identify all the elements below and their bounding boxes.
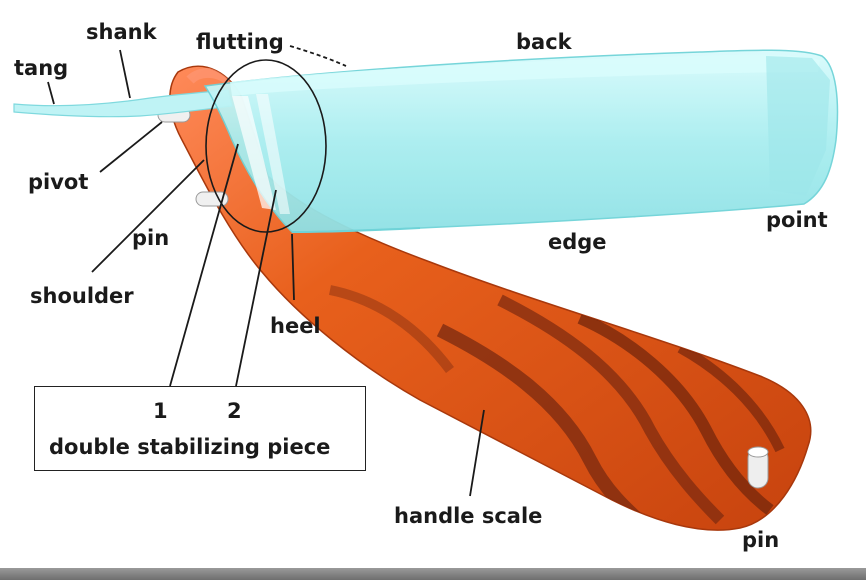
shank-leader (120, 50, 130, 98)
edge-label: edge (548, 232, 607, 253)
point-label: point (766, 210, 828, 231)
heel-label: heel (270, 316, 321, 337)
flutting-label: flutting (196, 32, 284, 53)
legend-caption: double stabilizing piece (49, 437, 330, 458)
pin-label-top: pin (132, 228, 169, 249)
handle-scale-label: handle scale (394, 506, 542, 527)
flutting-leader (290, 46, 346, 66)
shank-label: shank (86, 22, 157, 43)
footer-bar (0, 568, 866, 580)
shoulder-leader (92, 160, 204, 272)
tang-label: tang (14, 58, 68, 79)
legend-number-1: 1 (153, 401, 168, 422)
stabilizer-legend-box: 1 2 double stabilizing piece (34, 386, 366, 471)
pivot-label: pivot (28, 172, 88, 193)
shoulder-label: shoulder (30, 286, 134, 307)
handle-pin-bottom (748, 447, 768, 488)
legend-number-2: 2 (227, 401, 242, 422)
pivot-leader (100, 122, 162, 172)
tang-leader (48, 82, 54, 104)
back-label: back (516, 32, 572, 53)
pin-label-bottom: pin (742, 530, 779, 551)
